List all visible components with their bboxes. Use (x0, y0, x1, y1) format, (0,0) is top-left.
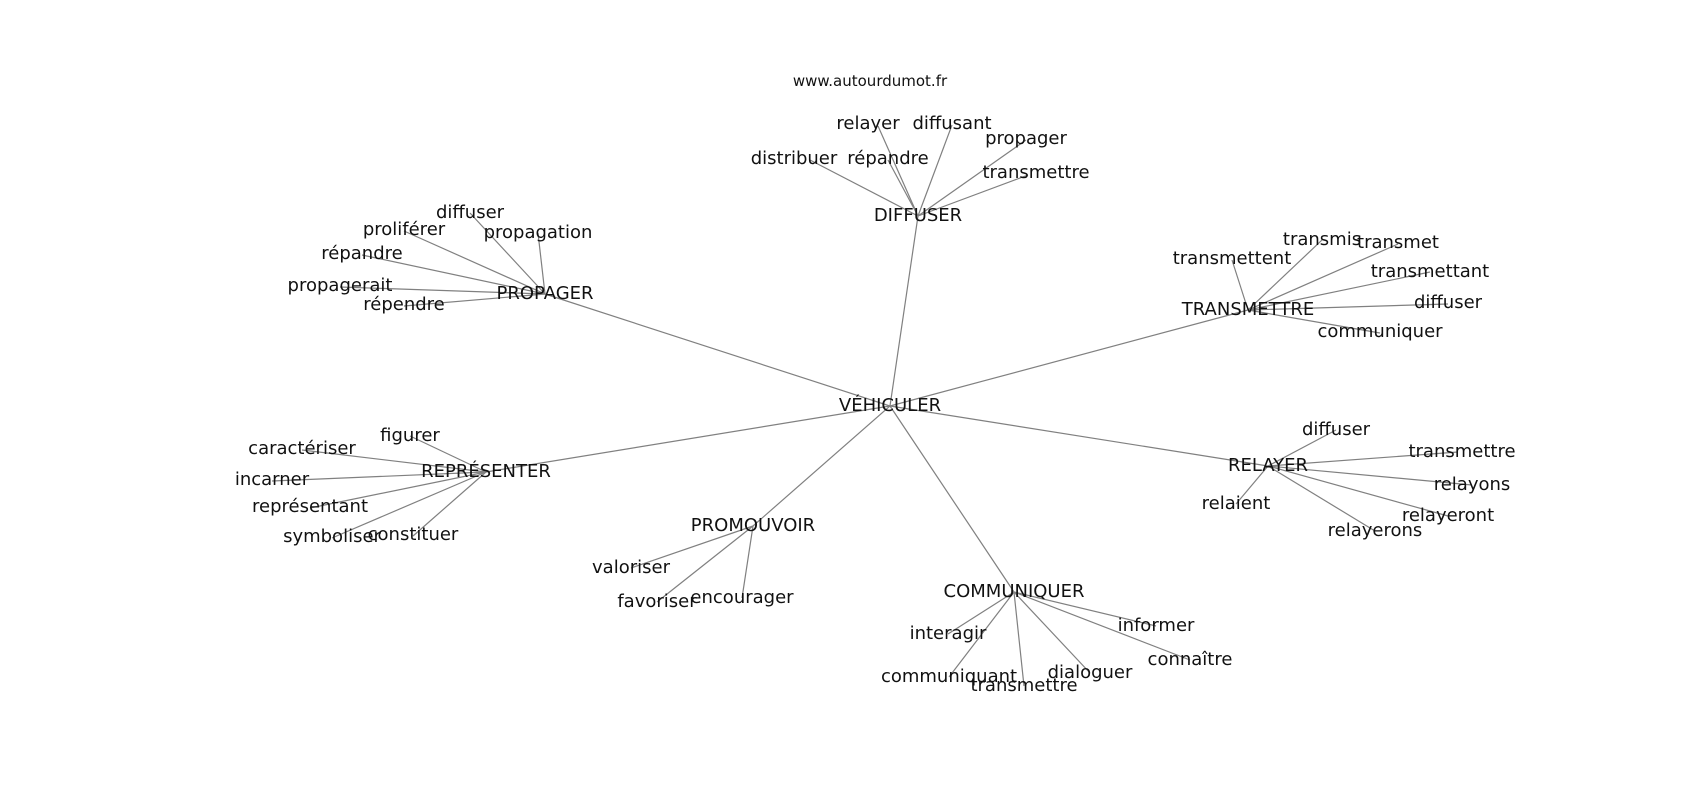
edge-transmettre-communiquer (1247, 309, 1381, 334)
edge-diffuser-repandre (887, 159, 919, 217)
leaf-label-propager-repandre: répandre (321, 243, 402, 264)
edge-transmettre-transmis (1247, 239, 1323, 311)
edge-diffuser-propager (917, 139, 1027, 217)
site-credit: www.autourdumot.fr (792, 72, 948, 90)
hub-label-promouvoir: PROMOUVOIR (691, 515, 815, 536)
leaf-label-transmettre-transmettant: transmettant (1371, 261, 1490, 282)
leaf-label-communiquer-transmettre: transmettre (970, 675, 1077, 696)
center-word-label: VÉHICULER (839, 394, 941, 416)
leaf-label-relayer-relayeront: relayeront (1402, 505, 1494, 526)
leaf-label-representer-caracteriser: caractériser (248, 438, 356, 459)
leaf-label-representer-symboliser: symboliser (283, 526, 381, 547)
edge-relayer-relaient (1235, 465, 1269, 505)
edge-relayer-relayeront (1267, 465, 1449, 517)
edge-center-transmettre (889, 309, 1249, 407)
edge-transmettre-transmettent (1231, 259, 1249, 311)
leaf-label-representer-figurer: figurer (380, 425, 440, 446)
leaf-label-promouvoir-valoriser: valoriser (592, 557, 671, 578)
leaf-label-communiquer-connaitre: connaître (1148, 649, 1233, 670)
edge-communiquer-transmettre (1013, 591, 1025, 687)
leaf-label-diffuser-relayer: relayer (836, 113, 900, 134)
leaf-label-representer-incarner: incarner (235, 469, 310, 490)
edge-communiquer-dialoguer (1013, 591, 1091, 674)
leaf-label-propager-propagerait: propagerait (288, 275, 393, 296)
edge-center-relayer (889, 405, 1269, 467)
leaf-label-propager-rependre: répendre (363, 294, 445, 315)
leaf-label-relayer-relaient: relaient (1202, 493, 1271, 514)
leaf-label-propager-propagation: propagation (484, 222, 593, 243)
edge-propager-rependre (403, 293, 546, 307)
leaf-label-representer-constituer: constituer (368, 524, 459, 545)
leaf-label-relayer-relayons: relayons (1434, 474, 1511, 495)
edge-transmettre-transmettant (1247, 271, 1431, 311)
edge-center-propager (544, 293, 891, 407)
edge-propager-propagation (537, 232, 546, 295)
edges (271, 124, 1473, 687)
edge-diffuser-diffusant (917, 124, 953, 217)
edge-propager-proliferer (403, 230, 546, 295)
leaf-label-relayer-diffuser: diffuser (1302, 419, 1371, 440)
edge-diffuser-transmettre (917, 174, 1029, 217)
edge-center-diffuser (889, 215, 919, 407)
leaf-label-transmettre-diffuser: diffuser (1414, 292, 1483, 313)
leaf-label-transmettre-transmet: transmet (1357, 232, 1439, 253)
leaf-label-communiquer-communiquant: communiquant (881, 666, 1017, 687)
edge-transmettre-transmet (1247, 243, 1399, 311)
hub-label-communiquer: COMMUNIQUER (944, 581, 1085, 602)
edge-communiquer-communiquant (948, 591, 1015, 678)
leaf-label-diffuser-transmettre: transmettre (982, 162, 1089, 183)
edge-communiquer-informer (1013, 591, 1157, 627)
edge-representer-caracteriser (301, 449, 487, 473)
edge-communiquer-connaitre (1013, 591, 1191, 661)
edge-relayer-diffuser (1267, 429, 1337, 467)
leaf-label-transmettre-transmis: transmis (1283, 229, 1361, 250)
leaf-label-propager-diffuser: diffuser (436, 202, 505, 223)
leaf-label-relayer-relayerons: relayerons (1328, 520, 1423, 541)
leaf-label-transmettre-transmettent: transmettent (1173, 248, 1292, 269)
leaf-label-communiquer-informer: informer (1118, 615, 1195, 636)
edge-promouvoir-valoriser (630, 525, 754, 569)
hub-label-diffuser: DIFFUSER (874, 205, 962, 226)
edge-representer-representant (309, 471, 487, 509)
edge-center-representer (485, 405, 891, 473)
edge-communiquer-interagir (947, 591, 1015, 635)
leaf-label-promouvoir-encourager: encourager (690, 587, 794, 608)
leaf-label-diffuser-diffusant: diffusant (912, 113, 991, 134)
hub-label-representer: REPRÉSENTER (421, 460, 551, 482)
leaf-label-diffuser-repandre: répandre (847, 148, 928, 169)
edge-propager-repandre (361, 254, 546, 295)
edge-promouvoir-favoriser (656, 525, 754, 603)
edge-promouvoir-encourager (741, 525, 754, 599)
edge-representer-incarner (271, 471, 487, 482)
edge-propager-diffuser (469, 212, 546, 295)
edge-center-promouvoir (752, 405, 891, 527)
hub-label-relayer: RELAYER (1228, 455, 1308, 476)
edge-representer-constituer (412, 471, 487, 537)
edge-representer-figurer (409, 435, 487, 473)
edge-relayer-transmettre (1267, 451, 1459, 467)
edge-diffuser-relayer (877, 125, 919, 217)
leaf-label-transmettre-communiquer: communiquer (1317, 321, 1443, 342)
edge-center-communiquer (889, 405, 1015, 593)
leaf-label-diffuser-propager: propager (985, 128, 1067, 149)
edge-relayer-relayons (1267, 465, 1473, 486)
leaf-label-communiquer-interagir: interagir (910, 623, 987, 644)
leaf-label-promouvoir-favoriser: favoriser (617, 591, 697, 612)
edge-transmettre-diffuser (1247, 303, 1449, 311)
edge-representer-symboliser (331, 471, 487, 539)
leaf-label-communiquer-dialoguer: dialoguer (1048, 662, 1133, 683)
leaf-label-representer-representant: représentant (252, 496, 368, 517)
leaf-label-diffuser-distribuer: distribuer (751, 148, 838, 169)
leaf-label-propager-proliferer: proliférer (363, 219, 446, 240)
edge-propager-propagerait (339, 286, 546, 295)
hub-label-propager: PROPAGER (496, 283, 593, 304)
edge-relayer-relayerons (1267, 465, 1376, 532)
hub-label-transmettre: TRANSMETTRE (1181, 299, 1314, 320)
leaf-label-relayer-transmettre: transmettre (1408, 441, 1515, 462)
edge-diffuser-distribuer (809, 159, 919, 217)
